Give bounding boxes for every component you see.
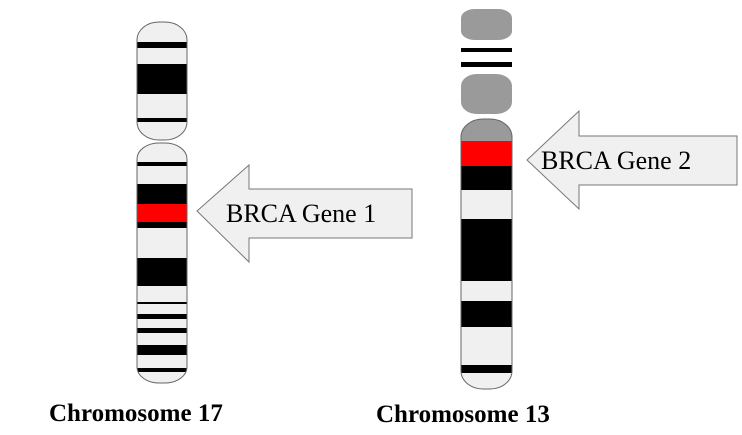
band	[137, 368, 187, 372]
band	[137, 345, 187, 355]
chromosome-13	[460, 9, 513, 390]
band	[461, 301, 512, 327]
arrow-brca-gene-2: BRCA Gene 2	[526, 109, 738, 211]
band	[461, 48, 512, 52]
band	[461, 219, 512, 281]
band	[461, 62, 512, 67]
chromosome-13-label: Chromosome 13	[376, 401, 550, 428]
band	[137, 314, 187, 319]
satellite	[461, 9, 512, 40]
band	[461, 365, 512, 373]
arrow-brca-gene-1: BRCA Gene 1	[196, 163, 413, 264]
chromosome-17	[136, 21, 188, 384]
arrow-label-brca-gene-1: BRCA Gene 1	[226, 199, 376, 228]
band	[137, 258, 187, 286]
satellite	[461, 74, 512, 114]
band	[137, 162, 187, 166]
centromere-region	[461, 119, 512, 141]
chromosome-17-q-arm	[137, 143, 187, 383]
chromosome-17-label: Chromosome 17	[49, 400, 223, 427]
chromosome-13-q-arm	[461, 119, 512, 389]
band	[137, 42, 187, 48]
band	[137, 64, 187, 94]
band	[137, 222, 187, 228]
band	[137, 302, 187, 304]
band	[137, 118, 187, 122]
gene-band-brca1	[137, 204, 187, 222]
band	[461, 166, 512, 190]
chromosome-17-p-arm	[137, 22, 187, 140]
arrow-label-brca-gene-2: BRCA Gene 2	[541, 146, 691, 175]
band	[137, 184, 187, 204]
gene-band-brca2	[461, 141, 512, 166]
band	[137, 328, 187, 333]
